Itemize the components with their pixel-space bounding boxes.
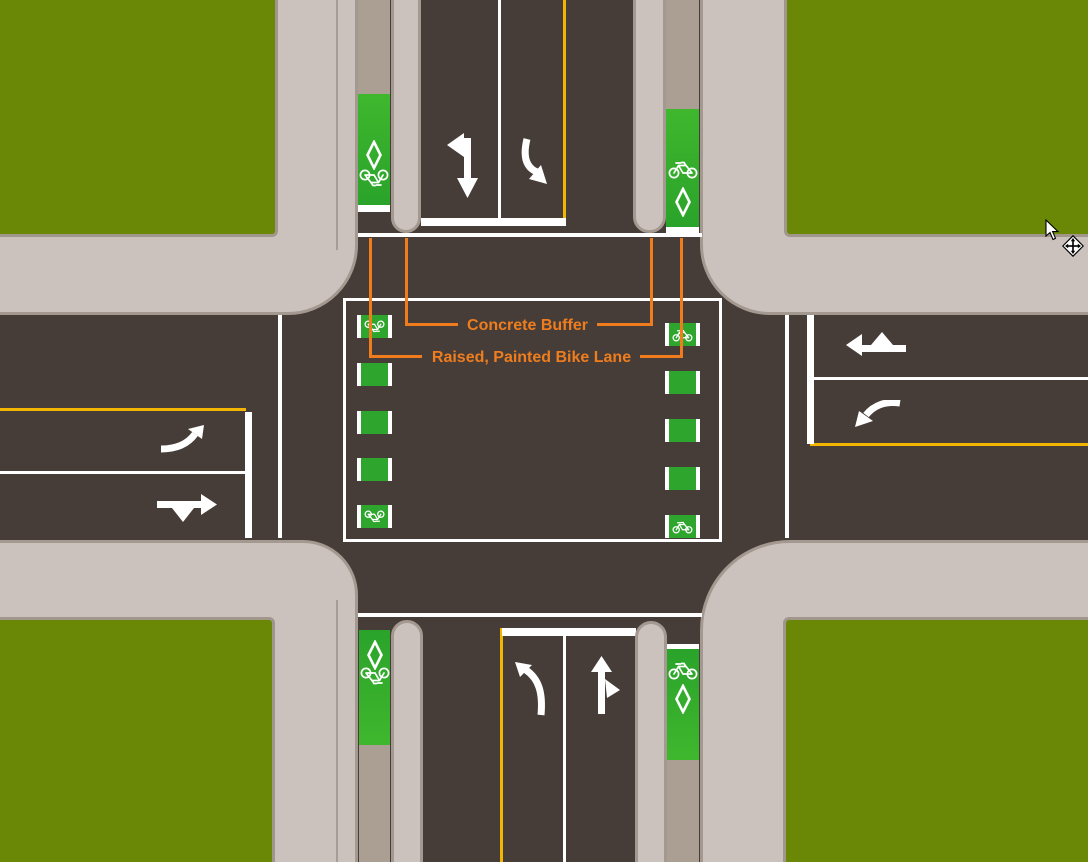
bike-lane-green-south-right [667,649,699,760]
lane-divider-north [498,0,501,219]
diamond-marking [675,684,691,714]
curb-seam-south [336,600,338,862]
centerline-west [0,408,246,411]
bike-crossing-block [357,505,392,528]
arrow-through-left-east [846,332,906,356]
bicycle-marking [668,662,698,680]
bicycle-icon [364,319,385,332]
move-cursor-badge-icon [1062,235,1084,257]
bike-lane-concrete-north-left [358,0,390,94]
centerline-south [500,628,503,862]
stop-bar-east [807,315,814,444]
bike-lane-green-north-left [358,94,390,205]
concrete-buffer-south-left [391,620,423,862]
bike-crossing-block [665,467,700,490]
bike-crossing-block [665,371,700,394]
bike-lane-concrete-south-left [359,745,390,862]
arrow-through-right-south [591,656,620,714]
concrete-buffer-north-right [633,0,666,233]
arrow-through-right-west [157,494,217,522]
grass-southeast [783,617,1088,862]
grass-northwest [0,0,278,237]
bike-crossing-block [357,363,392,386]
bike-lane-concrete-north-right [666,0,699,109]
stop-bar-south [502,628,636,636]
stop-bar-north [421,218,566,226]
lane-divider-west [0,471,246,474]
diamond-marking [675,187,691,217]
annotation-concrete-buffer: Concrete Buffer [467,317,588,334]
centerline-north [563,0,566,219]
bike-lane-green-south-left [359,630,390,745]
bike-crossing-block [357,458,392,481]
arrow-left-turn-south [515,662,545,716]
arrow-left-through-north [447,133,478,198]
bike-stop-bar-north-right [666,227,699,237]
leader-line [405,323,458,326]
concrete-buffer-south-right [635,621,667,862]
arrow-left-turn-west [160,425,204,453]
bike-crossing-block [357,315,392,338]
bicycle-icon [364,509,385,522]
bicycle-marking [668,161,698,179]
crosswalk-edge-right [785,315,789,538]
lane-divider-east [813,377,1088,380]
annotation-raised-bike-lane: Raised, Painted Bike Lane [431,349,632,366]
leader-line [369,238,372,358]
stop-bar-west [245,412,252,538]
grass-northeast [784,0,1088,237]
concrete-buffer-north-left [391,0,421,233]
leader-line [405,238,408,326]
bicycle-marking [360,667,390,685]
mouse-cursor-icon [1045,219,1060,241]
diamond-marking [366,140,382,170]
lane-divider-south [563,636,566,862]
bicycle-marking [359,169,389,187]
crosswalk-edge-top [358,233,702,237]
grass-southwest [0,617,275,862]
curb-seam-north [336,0,338,250]
bike-stop-bar-north-left [358,205,390,212]
bike-crossing-block [665,419,700,442]
bike-stop-bar-south-right [667,644,699,649]
leader-line [597,323,653,326]
leader-line [369,355,422,358]
crosswalk-edge-bottom [358,613,702,617]
centerline-east [810,443,1088,446]
leader-line [640,355,683,358]
arrow-left-turn-east [855,400,901,427]
diamond-marking [367,640,383,670]
bike-crossing-block [665,515,700,538]
leader-line [650,238,653,326]
bicycle-icon [672,521,693,534]
intersection-outline [343,298,722,542]
bike-crossing-block [357,411,392,434]
leader-line [680,238,683,358]
bike-lane-concrete-south-right [667,760,699,862]
crosswalk-edge-left [278,315,282,538]
arrow-right-turn-north [521,138,547,184]
